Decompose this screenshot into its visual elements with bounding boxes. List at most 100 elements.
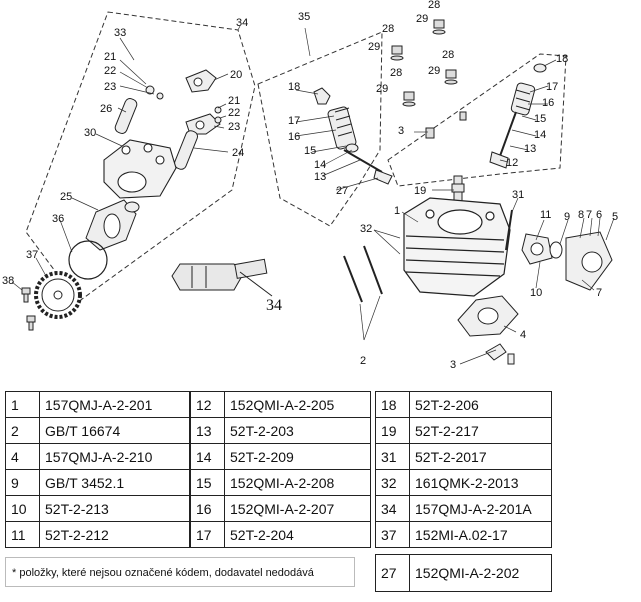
camshaft-holder-part xyxy=(103,139,177,199)
part-code-cell: 152QMI-A-2-207 xyxy=(224,495,371,522)
part-code-cell: GB/T 3452.1 xyxy=(39,469,190,496)
callout: 29 xyxy=(428,65,440,77)
callout: 12 xyxy=(506,157,518,169)
position-cell: 9 xyxy=(5,469,40,496)
callout: 11 xyxy=(540,209,551,221)
part-code-cell: 52T-2-2017 xyxy=(409,443,552,470)
callout: 22 xyxy=(228,107,240,119)
part-code-cell: 52T-2-203 xyxy=(224,417,371,444)
part-code-cell: 152QMI-A-2-208 xyxy=(224,469,371,496)
callout: 28 xyxy=(442,49,454,61)
leader-34 xyxy=(237,25,241,31)
callout: 30 xyxy=(84,127,96,139)
callout: 21 xyxy=(228,95,240,107)
position-cell: 13 xyxy=(190,417,225,444)
callout: 18 xyxy=(556,53,568,65)
callout: 28 xyxy=(382,23,394,35)
callout: 24 xyxy=(232,147,244,159)
part-code-cell: 152MI-A.02-17 xyxy=(409,521,552,548)
bolt-part xyxy=(21,287,36,331)
part-code-cell: GB/T 16674 xyxy=(39,417,190,444)
leader-34b xyxy=(239,271,273,297)
position-cell: 10 xyxy=(5,495,40,522)
callout: 29 xyxy=(376,83,388,95)
position-cell: 2 xyxy=(5,417,40,444)
exploded-parts-diagram: 34 33 21 22 23 20 26 21 22 23 30 24 25 3… xyxy=(2,0,618,371)
leader-lines xyxy=(11,37,615,365)
callout: 21 xyxy=(104,51,116,63)
callout: 16 xyxy=(542,97,554,109)
callout: 20 xyxy=(230,69,242,81)
callout: 34 xyxy=(236,17,248,29)
callout: 36 xyxy=(52,213,64,225)
part-code-cell: 52T-2-213 xyxy=(39,495,190,522)
callout: 13 xyxy=(314,171,326,183)
callout: 14 xyxy=(534,129,546,141)
part-code-cell: 157QMJ-A-2-201 xyxy=(39,391,190,418)
callout: 32 xyxy=(360,223,372,235)
callout: 29 xyxy=(368,41,380,53)
callout: 29 xyxy=(416,13,428,25)
cam-sprocket-part xyxy=(34,271,82,319)
callout: 23 xyxy=(228,121,240,133)
tensioner-part xyxy=(171,258,268,291)
snap-ring-part xyxy=(68,240,108,280)
part-code-cell: 157QMJ-A-2-210 xyxy=(39,443,190,470)
callout: 19 xyxy=(414,185,426,197)
part-code-cell: 161QMK-2-2013 xyxy=(409,469,552,496)
position-cell: 1 xyxy=(5,391,40,418)
position-cell: 15 xyxy=(190,469,225,496)
callout: 3 xyxy=(398,125,404,137)
position-cell: 11 xyxy=(5,521,40,548)
leader-35 xyxy=(304,27,311,57)
intake-manifold-part xyxy=(457,295,519,365)
callout: 8 xyxy=(578,209,584,221)
footnote: * položky, které nejsou označené kódem, … xyxy=(5,557,355,587)
part-code-cell: 157QMJ-A-2-201A xyxy=(409,495,552,522)
camshaft-part xyxy=(85,199,140,251)
callout: 28 xyxy=(428,0,440,11)
position-cell: 18 xyxy=(375,391,410,418)
stud-bolt-part xyxy=(343,209,513,303)
callout: 2 xyxy=(360,355,366,367)
callout: 37 xyxy=(26,249,38,261)
position-cell: 17 xyxy=(190,521,225,548)
position-cell: 37 xyxy=(375,521,410,548)
callout: 31 xyxy=(512,189,524,201)
callout: 35 xyxy=(298,11,310,23)
callout: 25 xyxy=(60,191,72,203)
callout: 14 xyxy=(314,159,326,171)
position-cell: 4 xyxy=(5,443,40,470)
position-cell: 12 xyxy=(190,391,225,418)
position-cell: 31 xyxy=(375,443,410,470)
callout: 15 xyxy=(534,113,546,125)
part-code-cell: 152QMI-A-2-202 xyxy=(409,554,552,592)
callout: 17 xyxy=(546,81,558,93)
nut-washer-part xyxy=(390,19,467,139)
callout: 15 xyxy=(304,145,316,157)
position-cell: 32 xyxy=(375,469,410,496)
callout: 7 xyxy=(596,287,602,299)
position-cell: 34 xyxy=(375,495,410,522)
callout: 5 xyxy=(612,211,618,223)
callout: 4 xyxy=(520,329,526,341)
position-cell: 27 xyxy=(375,554,410,592)
